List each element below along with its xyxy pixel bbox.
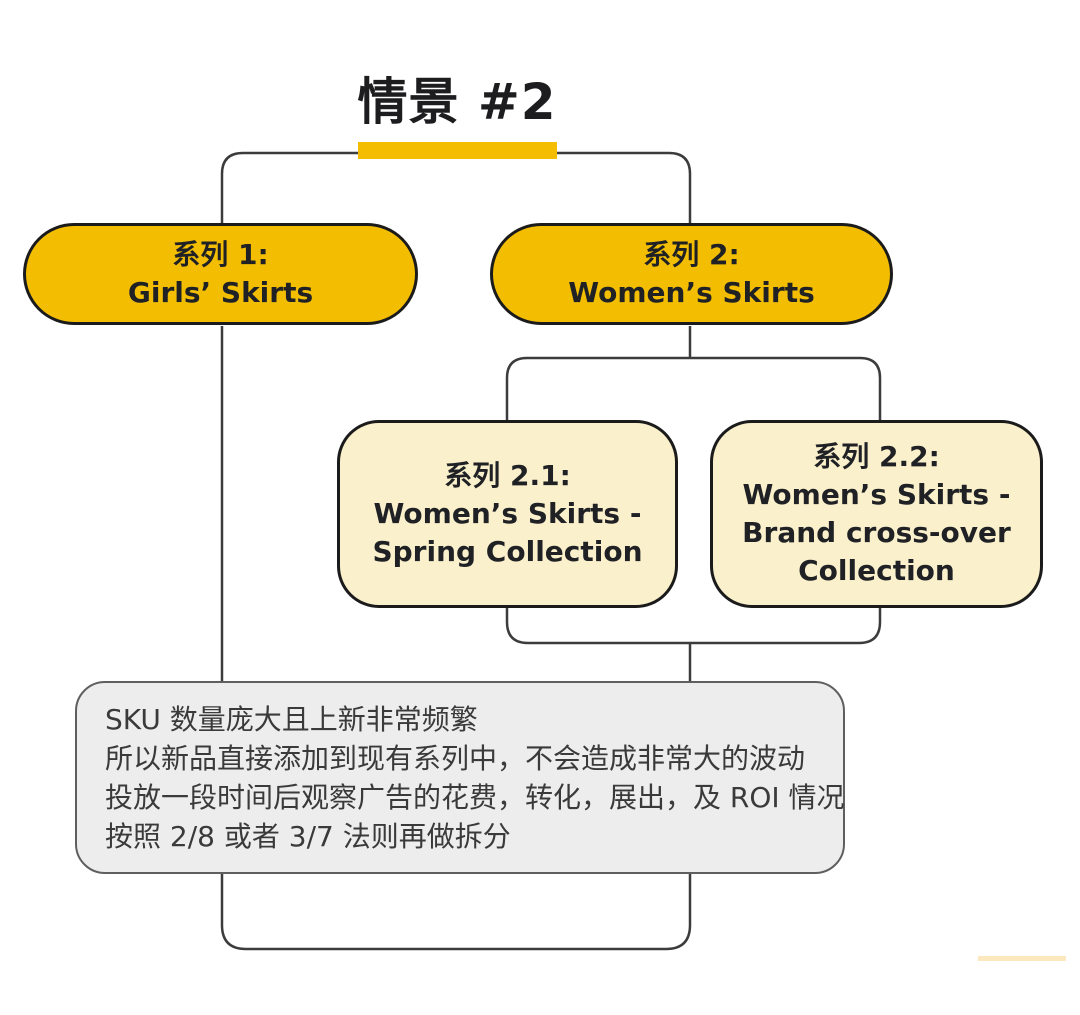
node-series-2-line1: 系列 2: bbox=[643, 238, 740, 271]
node-series-2: 系列 2: Women’s Skirts bbox=[490, 223, 893, 325]
connector-top-bracket bbox=[220, 151, 692, 224]
page-title: 情景 #2 bbox=[357, 73, 557, 131]
node-series-2-2-line4: Collection bbox=[798, 554, 955, 587]
note-line-4: 按照 2/8 或者 3/7 法则再做拆分 bbox=[105, 820, 511, 853]
strategy-note-box: SKU 数量庞大且上新非常频繁 所以新品直接添加到现有系列中，不会造成非常大的波… bbox=[75, 681, 845, 874]
title-highlight-bar bbox=[358, 142, 557, 159]
faint-watermark-strip bbox=[978, 956, 1066, 961]
node-series-1-line1: 系列 1: bbox=[172, 238, 269, 271]
node-series-2-2-line3: Brand cross-over bbox=[742, 516, 1011, 549]
connector-merge-bracket bbox=[505, 608, 882, 645]
node-series-2-2-line1: 系列 2.2: bbox=[813, 440, 940, 473]
note-line-3: 投放一段时间后观察广告的花费，转化，展出，及 ROI 情况 bbox=[105, 781, 845, 814]
node-series-2-line2: Women’s Skirts bbox=[568, 276, 815, 309]
note-line-1: SKU 数量庞大且上新非常频繁 bbox=[105, 703, 478, 736]
node-series-1: 系列 1: Girls’ Skirts bbox=[23, 223, 418, 325]
node-series-2-1-line3: Spring Collection bbox=[372, 535, 643, 568]
connector-sub-bracket bbox=[505, 356, 882, 420]
node-series-2-1-line1: 系列 2.1: bbox=[444, 459, 571, 492]
node-series-1-line2: Girls’ Skirts bbox=[127, 276, 314, 309]
node-series-2-1-line2: Women’s Skirts - bbox=[373, 497, 642, 530]
node-series-2-1: 系列 2.1: Women’s Skirts - Spring Collecti… bbox=[337, 420, 678, 608]
note-line-2: 所以新品直接添加到现有系列中，不会造成非常大的波动 bbox=[105, 742, 806, 775]
connector-bottom-bracket bbox=[220, 874, 692, 951]
node-series-2-2: 系列 2.2: Women’s Skirts - Brand cross-ove… bbox=[710, 420, 1043, 608]
node-series-2-2-line2: Women’s Skirts - bbox=[742, 478, 1011, 511]
